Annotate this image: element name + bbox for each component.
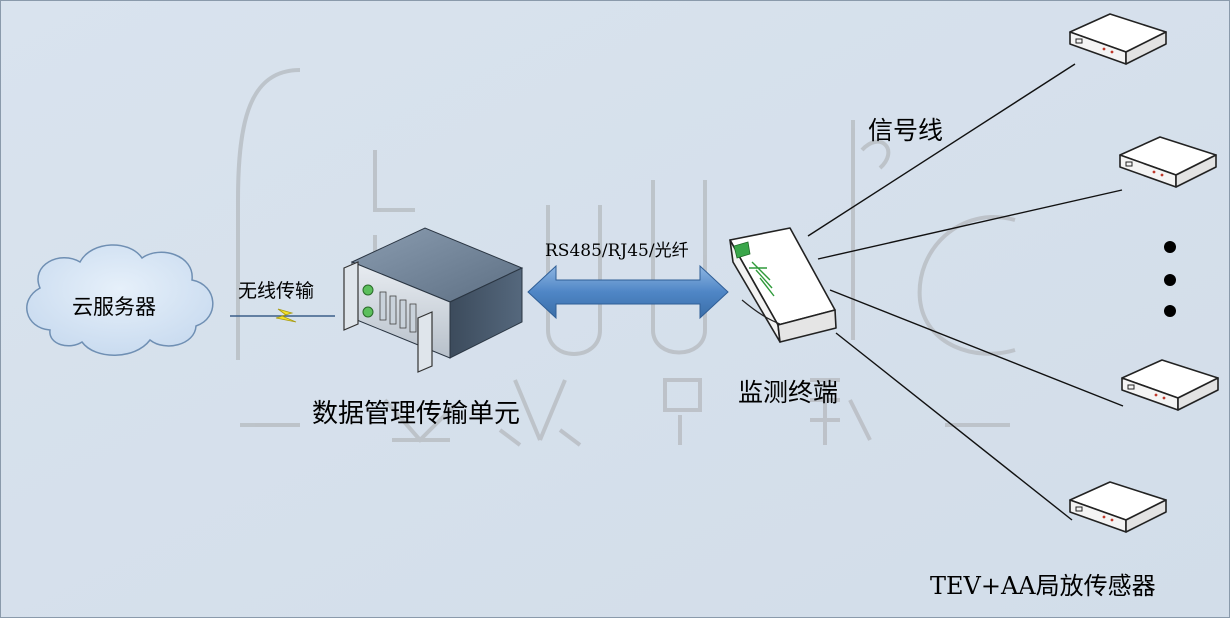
wireless-link-label: 无线传输 [238,280,315,302]
monitor-terminal-icon [729,227,837,343]
signal-line-label: 信号线 [868,116,944,145]
bidirectional-arrow [527,264,729,320]
data-unit-label: 数据管理传输单元 [312,399,521,429]
cloud-server-icon [26,244,214,356]
data-unit-server-icon [343,227,524,373]
cloud-server-label: 云服务器 [72,295,156,319]
monitor-terminal-label: 监测终端 [738,378,839,407]
wireless-link [230,308,335,323]
ellipsis-dots [1164,241,1176,317]
signal-lines [807,63,1124,521]
sensor-label: TEV+AA局放传感器 [930,572,1156,600]
lightning-icon [275,308,297,323]
comm-link-label: RS485/RJ45/光纤 [545,241,689,261]
watermark-logo [236,68,1016,447]
